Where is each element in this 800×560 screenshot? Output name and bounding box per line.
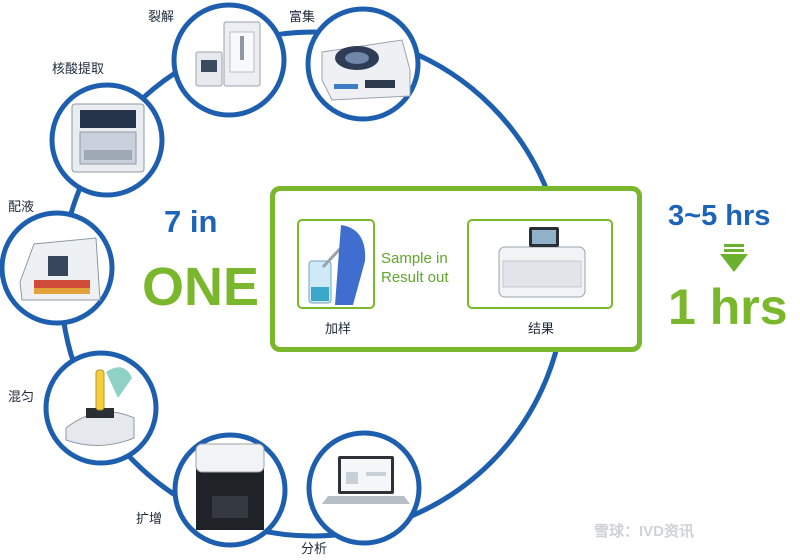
step-label-lysis: 裂解 bbox=[148, 10, 175, 25]
watermark-text: 雪球：IVD资讯 bbox=[594, 523, 695, 540]
step-label-analyze: 分析 bbox=[301, 542, 328, 557]
sample-in-text: Sample in bbox=[381, 250, 448, 267]
sample-image-frame bbox=[297, 219, 375, 309]
add-sample-caption: 加样 bbox=[325, 322, 352, 337]
seven-in-label: 7 in bbox=[164, 204, 218, 239]
result-out-text: Result out bbox=[381, 269, 449, 286]
node-extract bbox=[49, 82, 165, 198]
one-label: ONE bbox=[142, 257, 260, 317]
arrow-down-icon bbox=[720, 244, 748, 272]
result-image-frame bbox=[467, 219, 613, 309]
time-before-label: 3~5 hrs bbox=[668, 200, 771, 232]
step-label-mix: 混匀 bbox=[8, 390, 35, 405]
step-label-dispense: 配液 bbox=[8, 200, 35, 215]
step-label-enrich: 富集 bbox=[289, 10, 316, 25]
all-in-one-box: Sample in Result out 加样 结果 bbox=[270, 186, 642, 352]
result-caption: 结果 bbox=[528, 322, 555, 337]
node-amplify bbox=[172, 432, 288, 548]
step-label-amplify: 扩增 bbox=[136, 512, 163, 527]
sample-tube-icon bbox=[308, 225, 366, 305]
node-enrich bbox=[305, 6, 421, 122]
node-lysis bbox=[171, 2, 287, 118]
node-analyze bbox=[306, 430, 422, 546]
node-dispense bbox=[0, 210, 115, 326]
node-mix bbox=[43, 350, 159, 466]
step-label-extract: 核酸提取 bbox=[52, 62, 105, 77]
time-after-label: 1 hrs bbox=[668, 279, 788, 335]
analyzer-device-icon bbox=[498, 227, 586, 298]
